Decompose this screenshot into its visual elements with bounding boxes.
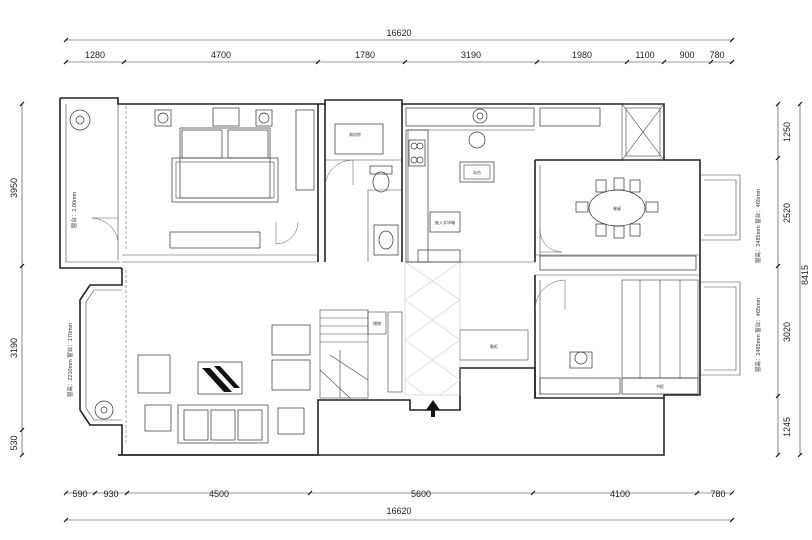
top-segment-5: 1980: [572, 50, 592, 60]
bottom-tick-3: [307, 490, 313, 496]
left-segment-2: 3190: [9, 338, 19, 358]
bottom-segment-1: 590: [72, 489, 87, 499]
bottom-tick-0: [63, 490, 69, 496]
shower-room: 淋浴房: [334, 123, 384, 155]
top-tick-5: [624, 59, 630, 65]
left-segment-3: 530: [9, 435, 19, 450]
bottom-tick-6: [729, 490, 735, 496]
kitchen-counter: [405, 107, 601, 263]
stove-icon: [408, 139, 426, 167]
fridge: 嵌入式冰箱: [429, 211, 461, 233]
arrow-up-icon: [426, 400, 440, 417]
shower-label: 淋浴房: [349, 131, 361, 137]
top-tick-8: [729, 59, 735, 65]
top-segment-8: 780: [709, 50, 724, 60]
top-tick-0: [63, 59, 69, 65]
staircase: 储物: [319, 309, 403, 399]
windows: [621, 103, 741, 376]
stair-storage-label: 储物: [373, 320, 381, 326]
bed-icon: [154, 107, 279, 203]
top-dimensions: 16620 1280 4700 1780 3190 1980 1100 900 …: [63, 28, 735, 65]
kitchen-cabinet: [417, 249, 461, 263]
bottom-total-dimension: 16620: [386, 506, 411, 516]
study-door: [534, 279, 566, 311]
top-segment-7: 900: [679, 50, 694, 60]
dining-door: [539, 229, 563, 253]
left-segment-1: 3950: [9, 178, 19, 198]
bottom-tick-1: [92, 490, 98, 496]
study-cabinet: [539, 377, 621, 395]
bottom-segment-3: 4500: [209, 489, 229, 499]
study-window-label: 窗高：2485mm 窗台：465mm: [754, 297, 762, 372]
interior-walls: [122, 104, 700, 398]
island-label: 岛台: [473, 169, 481, 175]
wardrobe: [295, 109, 315, 191]
study-floor: [621, 279, 699, 379]
balcony-sill-label: 窗台：1.00mm: [70, 191, 78, 228]
shoe-cabinet-label: 鞋柜: [490, 343, 498, 349]
right-segment-1: 1250: [782, 122, 792, 142]
top-total-dimension: 16620: [386, 28, 411, 38]
toilet-icon: [369, 165, 393, 193]
dining-window-label: 窗高：2485mm 窗台：465mm: [754, 188, 762, 263]
living-window-label: 窗高：2210mm 窗台：170mm: [66, 322, 74, 397]
bottom-dimensions: 590 930 4500 5600 4100 780 16620: [63, 489, 735, 523]
right-dimensions: 1250 2520 3020 1245 8415: [775, 101, 810, 458]
right-segment-4: 1245: [782, 417, 792, 437]
sofa-icon: [137, 324, 311, 444]
round-table: [468, 131, 486, 149]
kitchen-island: 岛台: [459, 161, 495, 183]
bottom-segment-2: 930: [103, 489, 118, 499]
sink: [373, 224, 399, 256]
fridge-label: 嵌入式冰箱: [435, 219, 455, 225]
top-segment-6: 1100: [635, 50, 654, 60]
top-tick-6: [661, 59, 667, 65]
top-tick-1: [121, 59, 127, 65]
right-total-dimension: 8415: [800, 265, 810, 285]
bottom-tick-5: [694, 490, 700, 496]
bookshelf-label: 书柜: [656, 383, 664, 389]
top-tick-7: [708, 59, 714, 65]
bedroom-door-2: [275, 221, 299, 245]
left-dimensions: 3950 3190 530: [9, 101, 25, 458]
top-tick-3: [402, 59, 408, 65]
top-tick-4: [534, 59, 540, 65]
dining-table: 餐桌: [575, 177, 659, 239]
dining-sideboard: [539, 255, 697, 271]
top-tick-2: [315, 59, 321, 65]
bathroom-door: [324, 159, 354, 186]
bottom-segment-4: 5600: [411, 489, 431, 499]
bottom-tick-4: [530, 490, 536, 496]
entry-floor-grid: [404, 261, 461, 396]
desk-chair: [569, 351, 593, 369]
bottom-segment-5: 4100: [610, 489, 630, 499]
top-segment-1: 1280: [85, 50, 105, 60]
bedroom-door: [91, 217, 119, 241]
top-segment-2: 4700: [211, 50, 231, 60]
outer-walls: [59, 97, 701, 456]
right-segment-2: 2520: [782, 203, 792, 223]
right-segment-3: 3020: [782, 322, 792, 342]
coffee-table: [197, 361, 243, 395]
bookshelf: 书柜: [621, 377, 699, 395]
top-segment-4: 3190: [461, 50, 481, 60]
top-segment-3: 1780: [355, 50, 375, 60]
dining-table-label: 餐桌: [613, 205, 621, 211]
plant-icon: [69, 109, 114, 420]
bottom-tick-2: [124, 490, 130, 496]
tv-cabinet: [169, 231, 261, 249]
bottom-segment-6: 780: [710, 489, 725, 499]
